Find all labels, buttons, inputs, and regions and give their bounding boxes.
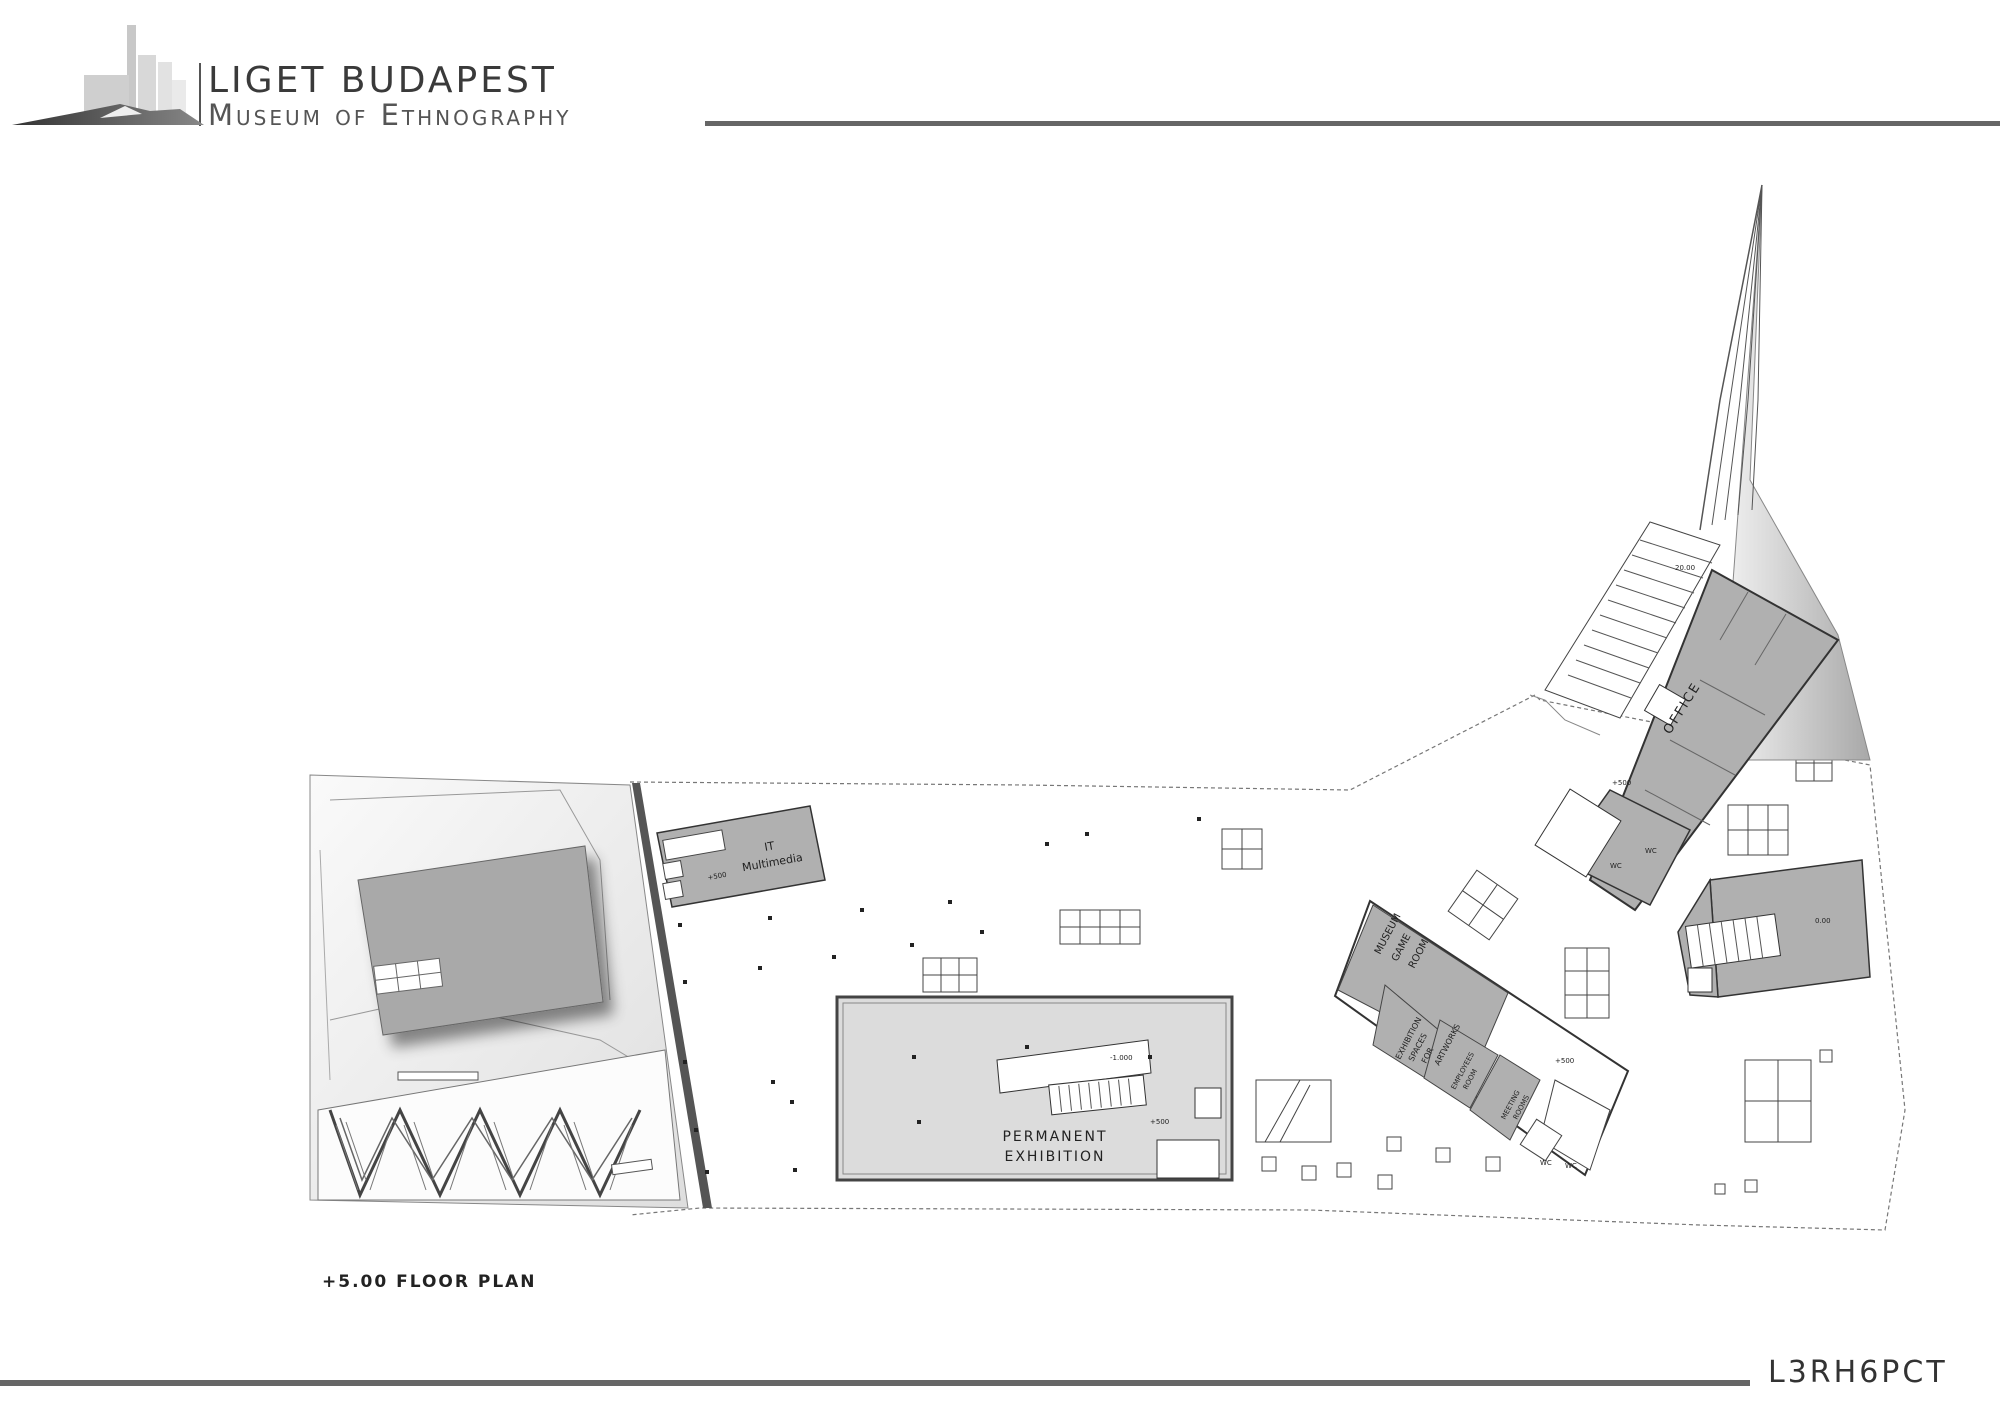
it-label-1: IT <box>763 839 775 854</box>
stair-level: 20.00 <box>1675 564 1695 572</box>
columns <box>678 817 1201 1174</box>
project-title: LIGET BUDAPEST <box>208 60 557 101</box>
project-subtitle: Museum of Ethnography <box>208 98 572 132</box>
office-wc-1: WC <box>1645 847 1657 855</box>
it-level: +500 <box>707 871 727 882</box>
exhibition-label-2: EXHIBITION <box>1005 1149 1106 1165</box>
game-wc-1: WC <box>1540 1159 1552 1167</box>
floor-plan-caption: +5.00 FLOOR PLAN <box>322 1272 537 1292</box>
logo-mark <box>12 25 204 126</box>
skylight-grids <box>922 744 1833 1143</box>
office-wc-2: WC <box>1610 862 1622 870</box>
planter-boxes <box>1261 1049 1833 1195</box>
skylight-grid <box>373 957 444 995</box>
left-building <box>309 774 689 1209</box>
game-wc-2: WC <box>1565 1162 1577 1170</box>
footer-rule <box>0 1380 1750 1386</box>
right-level: 0.00 <box>1815 917 1831 925</box>
room-it-multimedia: IT Multimedia +500 <box>656 805 826 908</box>
room-permanent-exhibition: PERMANENT EXHIBITION -1.000 +500 <box>835 995 1234 1182</box>
room-game-block: MUSEUM GAME ROOM EXHIBITION SPACES FOR A… <box>1333 899 1630 1177</box>
right-block: 0.00 <box>1677 859 1871 998</box>
exhibition-label-1: PERMANENT <box>1002 1129 1107 1145</box>
sheet-code: L3RH6PCT <box>1768 1355 1948 1390</box>
site-boundary <box>629 694 1906 1231</box>
game-level: +500 <box>1555 1057 1574 1065</box>
exhibition-level-a: -1.000 <box>1110 1054 1133 1062</box>
header-rule <box>705 121 2000 126</box>
dividing-wall <box>632 783 712 1208</box>
office-level: +500 <box>1612 779 1631 787</box>
exhibition-level-b: +500 <box>1150 1118 1169 1126</box>
office-wing: 20.00 OFFICE +500 WC WC <box>1529 184 1871 912</box>
